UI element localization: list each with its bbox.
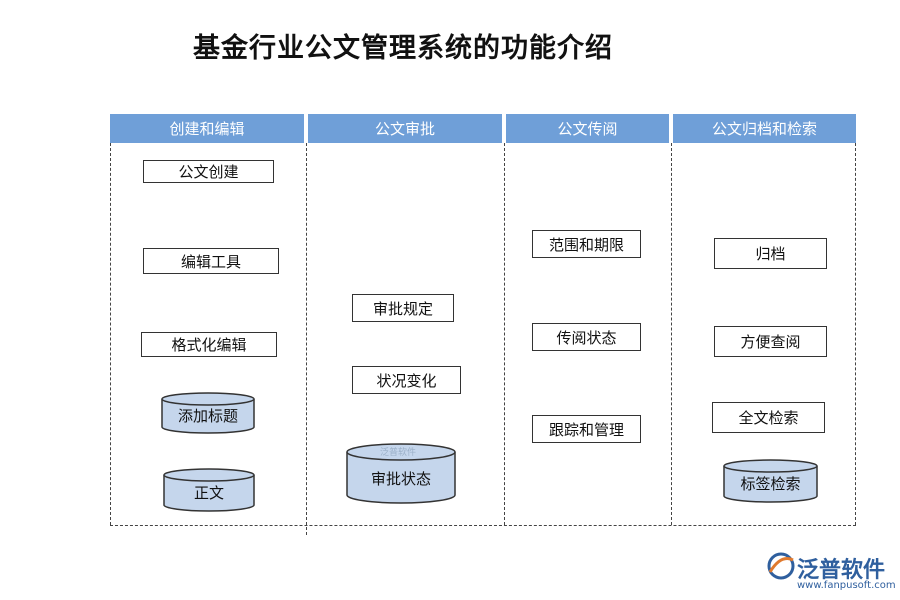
node-editing-tools: 编辑工具 [143,248,279,274]
node-tracking-management: 跟踪和管理 [532,415,641,443]
node-easy-lookup: 方便查阅 [714,326,827,357]
node-format-editing: 格式化编辑 [141,332,277,357]
node-archive: 归档 [714,238,827,269]
logo-name: 泛普软件 [797,558,886,583]
watermark-text: 泛普软件 [380,448,417,458]
node-approval-rules: 审批规定 [352,294,454,322]
dashed-separator-1 [306,143,307,535]
node-approval-status-cylinder: 审批状态 [346,443,456,505]
column-header-create-edit: 创建和编辑 [110,114,304,143]
column-header-approval: 公文审批 [308,114,502,143]
node-status-change: 状况变化 [352,366,461,394]
node-tag-search-cylinder: 标签检索 [723,459,818,503]
approval-status-label: 审批状态 [370,470,431,488]
body-text-label: 正文 [193,484,224,502]
node-add-title-cylinder: 添加标题 [161,392,255,434]
column-header-archive-search: 公文归档和检索 [673,114,856,143]
tag-search-label: 标签检索 [740,475,801,493]
dashed-separator-2 [504,143,505,525]
logo-icon [766,552,796,584]
dashed-border-right [855,143,856,525]
dashed-separator-3 [671,143,672,525]
node-scope-and-period: 范围和期限 [532,230,641,258]
dashed-border-left [110,143,111,525]
node-circulation-status: 传阅状态 [532,323,641,351]
logo-url: www.fanpusoft.com [797,580,896,591]
column-header-circulation: 公文传阅 [506,114,669,143]
diagram-title: 基金行业公文管理系统的功能介绍 [193,33,613,64]
node-body-text-cylinder: 正文 [163,468,255,512]
node-fulltext-search: 全文检索 [712,402,825,433]
node-document-creation: 公文创建 [143,160,274,183]
dashed-border-bottom [110,525,856,526]
add-title-label: 添加标题 [177,407,238,425]
